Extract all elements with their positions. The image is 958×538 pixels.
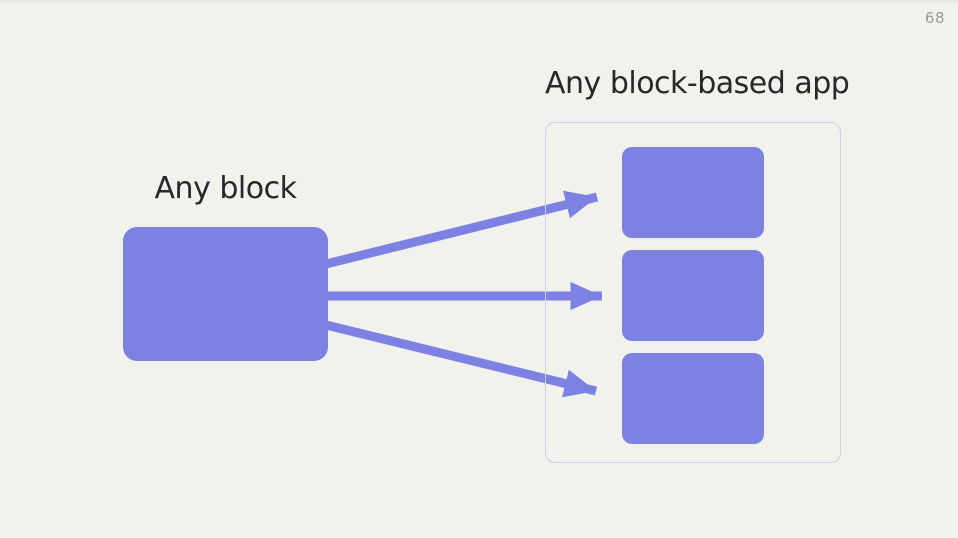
source-block — [123, 227, 328, 361]
top-edge-line — [0, 0, 958, 3]
target-block — [622, 353, 764, 444]
source-block-label: Any block — [154, 171, 297, 206]
page-number: 68 — [924, 9, 945, 27]
target-group-container — [545, 122, 841, 463]
target-group-title: Any block-based app — [545, 66, 850, 101]
target-block — [622, 250, 764, 341]
target-block — [622, 147, 764, 238]
